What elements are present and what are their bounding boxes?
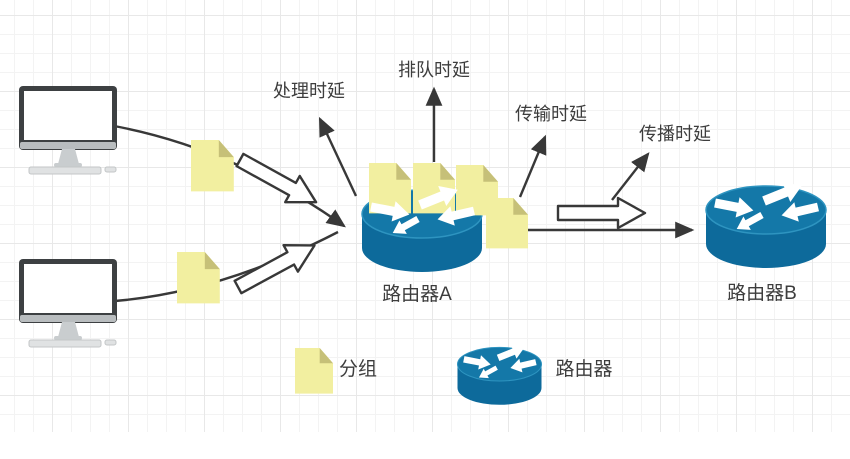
router-a-icon (361, 163, 528, 273)
packet-icon (177, 252, 220, 304)
legend-router-label: 路由器 (555, 358, 612, 380)
router-a-label: 路由器A (382, 283, 452, 305)
legend-packet-icon (295, 348, 333, 394)
legend-packet-label: 分组 (339, 358, 377, 380)
processing-delay-label: 处理时延 (273, 81, 345, 101)
router-b-icon (705, 176, 827, 269)
queuing-delay-label: 排队时延 (398, 60, 470, 80)
propagation-delay-label: 传播时延 (639, 124, 711, 144)
processing-delay-arrow (318, 116, 358, 197)
packet-icon (191, 140, 234, 192)
legend-router-icon (456, 340, 543, 406)
computer-icon (18, 85, 118, 175)
hollow-arrow-icon (556, 196, 647, 230)
hollow-arrow-icon (229, 231, 323, 302)
transmission-delay-arrow (518, 134, 547, 198)
computer-icon (18, 258, 118, 348)
link-host2-to-routerA (114, 230, 339, 303)
transmission-delay-label: 传输时延 (515, 104, 587, 124)
hollow-arrow-icon (231, 145, 325, 217)
packet-icon (486, 198, 528, 249)
propagation-delay-arrow (611, 152, 650, 201)
router-b-label: 路由器B (727, 282, 797, 304)
